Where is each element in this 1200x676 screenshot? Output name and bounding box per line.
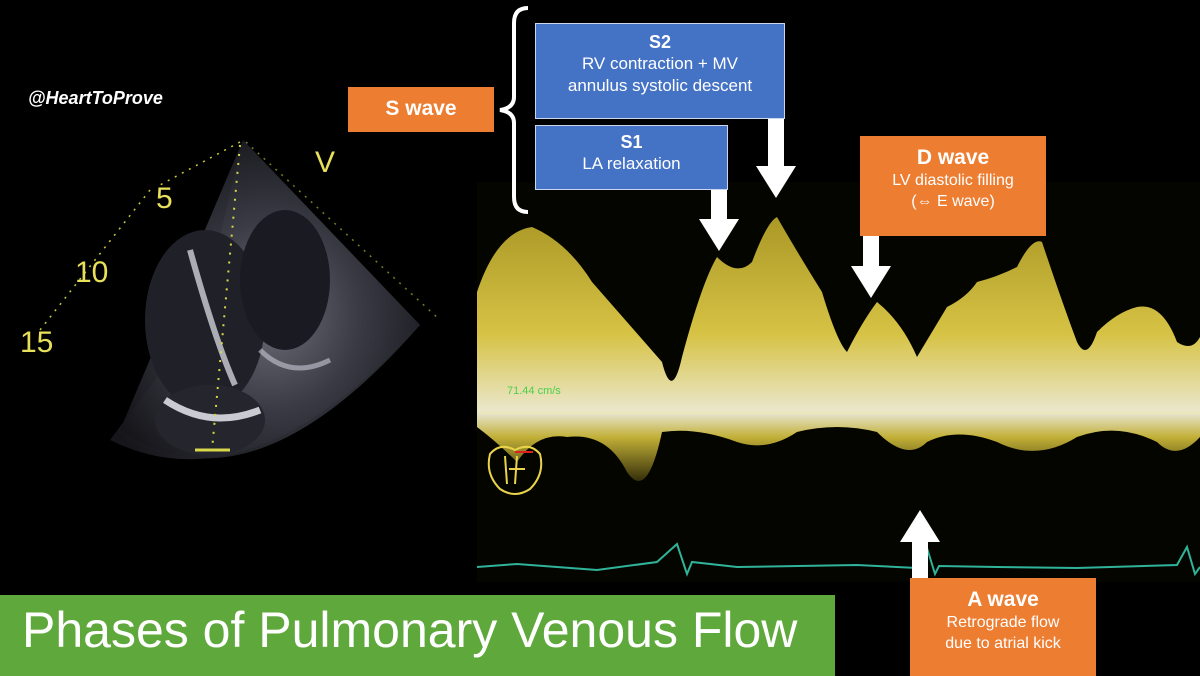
s2-desc-line2: annulus systolic descent — [567, 76, 753, 95]
s2-title: S2 — [648, 32, 672, 52]
s1-down-arrow — [699, 190, 739, 251]
a-wave-box: A wave Retrograde flow due to atrial kic… — [910, 578, 1096, 676]
a-wave-desc-line1: Retrograde flow — [946, 614, 1060, 631]
depth-5-label: 5 — [156, 182, 173, 215]
d-wave-title: D wave — [916, 146, 990, 169]
echo-image: 5 10 15 V — [20, 140, 441, 460]
s2-desc-line1: RV contraction + MV — [581, 54, 739, 73]
a-up-arrow — [900, 510, 940, 578]
title-banner: Phases of Pulmonary Venous Flow — [0, 595, 835, 676]
page-title: Phases of Pulmonary Venous Flow — [22, 602, 798, 658]
s1-desc: LA relaxation — [582, 154, 681, 173]
author-handle: @HeartToProve — [28, 88, 163, 108]
a-wave-desc-line2: due to atrial kick — [945, 635, 1061, 652]
d-wave-desc-line1: LV diastolic filling — [892, 172, 1014, 189]
d-wave-desc-line2: (⇔ E wave) — [911, 193, 995, 210]
velocity-readout: 71.44 cm/s — [507, 385, 561, 397]
s2-box: S2 RV contraction + MV annulus systolic … — [535, 23, 785, 119]
a-wave-title: A wave — [967, 588, 1039, 611]
s-wave-label: S wave — [348, 87, 494, 132]
depth-10-label: 10 — [75, 256, 108, 289]
heart-icon — [487, 445, 543, 495]
view-marker: V — [315, 146, 335, 179]
depth-15-label: 15 — [20, 326, 53, 359]
s2-down-arrow — [756, 119, 796, 198]
s1-box: S1 LA relaxation — [535, 125, 728, 190]
doppler-trace: 71.44 cm/s — [477, 182, 1200, 582]
d-wave-box: D wave LV diastolic filling (⇔ E wave) — [860, 136, 1046, 236]
positive-flow-envelope — [477, 217, 1200, 412]
s-wave-bracket — [499, 6, 529, 214]
s-wave-title: S wave — [385, 97, 457, 120]
d-down-arrow — [851, 236, 891, 298]
s1-title: S1 — [620, 132, 643, 152]
